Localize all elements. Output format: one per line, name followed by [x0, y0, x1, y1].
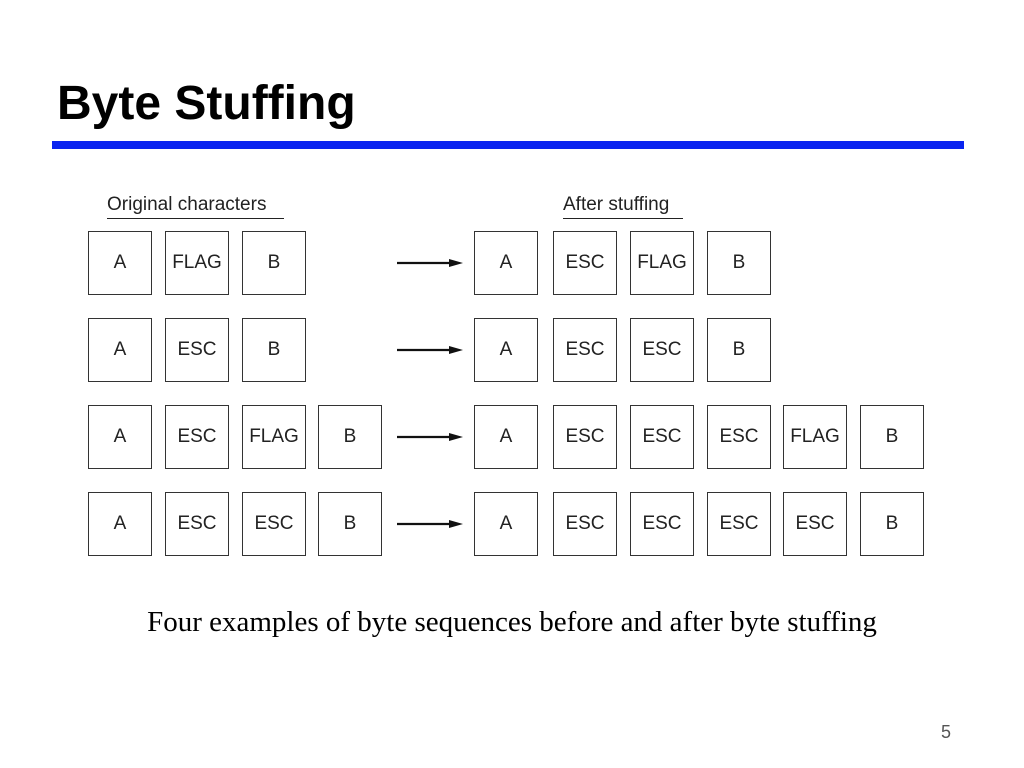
page-number: 5 — [941, 722, 952, 742]
stuffed-byte-box: ESC — [630, 318, 694, 382]
right-arrow-icon — [397, 346, 463, 354]
stuffed-byte-box: ESC — [707, 492, 771, 556]
original-byte-box: A — [88, 492, 152, 556]
stuffed-byte-box: A — [474, 492, 538, 556]
original-characters-underline — [107, 218, 284, 219]
original-byte-box: A — [88, 405, 152, 469]
stuffed-byte-box: FLAG — [783, 405, 847, 469]
stuffed-byte-box: ESC — [553, 318, 617, 382]
right-arrow-icon — [397, 259, 463, 267]
original-byte-box: B — [318, 405, 382, 469]
original-byte-box: B — [242, 318, 306, 382]
original-byte-box: ESC — [165, 405, 229, 469]
title-rule — [52, 141, 964, 149]
original-byte-box: ESC — [165, 492, 229, 556]
stuffed-byte-box: ESC — [553, 492, 617, 556]
right-arrow-icon — [397, 433, 463, 441]
original-byte-box: A — [88, 318, 152, 382]
stuffed-byte-box: ESC — [707, 405, 771, 469]
stuffed-byte-box: A — [474, 318, 538, 382]
stuffed-byte-box: ESC — [630, 405, 694, 469]
stuffed-byte-box: ESC — [553, 231, 617, 295]
stuffed-byte-box: ESC — [553, 405, 617, 469]
after-stuffing-underline — [563, 218, 683, 219]
right-arrow-icon — [397, 520, 463, 528]
slide-title: Byte Stuffing — [57, 77, 356, 130]
original-byte-box: ESC — [242, 492, 306, 556]
original-byte-box: B — [242, 231, 306, 295]
stuffed-byte-box: B — [860, 492, 924, 556]
original-byte-box: FLAG — [165, 231, 229, 295]
stuffed-byte-box: ESC — [630, 492, 694, 556]
stuffed-byte-box: ESC — [783, 492, 847, 556]
after-stuffing-heading-text: After stuffing — [563, 194, 670, 215]
figure-caption: Four examples of byte sequences before a… — [147, 606, 877, 638]
after-stuffing-heading: After stuffing — [563, 193, 683, 219]
stuffed-byte-box: FLAG — [630, 231, 694, 295]
stuffed-byte-box: A — [474, 231, 538, 295]
original-byte-box: ESC — [165, 318, 229, 382]
stuffed-byte-box: B — [707, 231, 771, 295]
original-byte-box: A — [88, 231, 152, 295]
stuffed-byte-box: B — [707, 318, 771, 382]
original-byte-box: B — [318, 492, 382, 556]
stuffed-byte-box: A — [474, 405, 538, 469]
stuffed-byte-box: B — [860, 405, 924, 469]
original-characters-heading: Original characters — [107, 193, 284, 219]
original-byte-box: FLAG — [242, 405, 306, 469]
original-characters-heading-text: Original characters — [107, 194, 267, 215]
